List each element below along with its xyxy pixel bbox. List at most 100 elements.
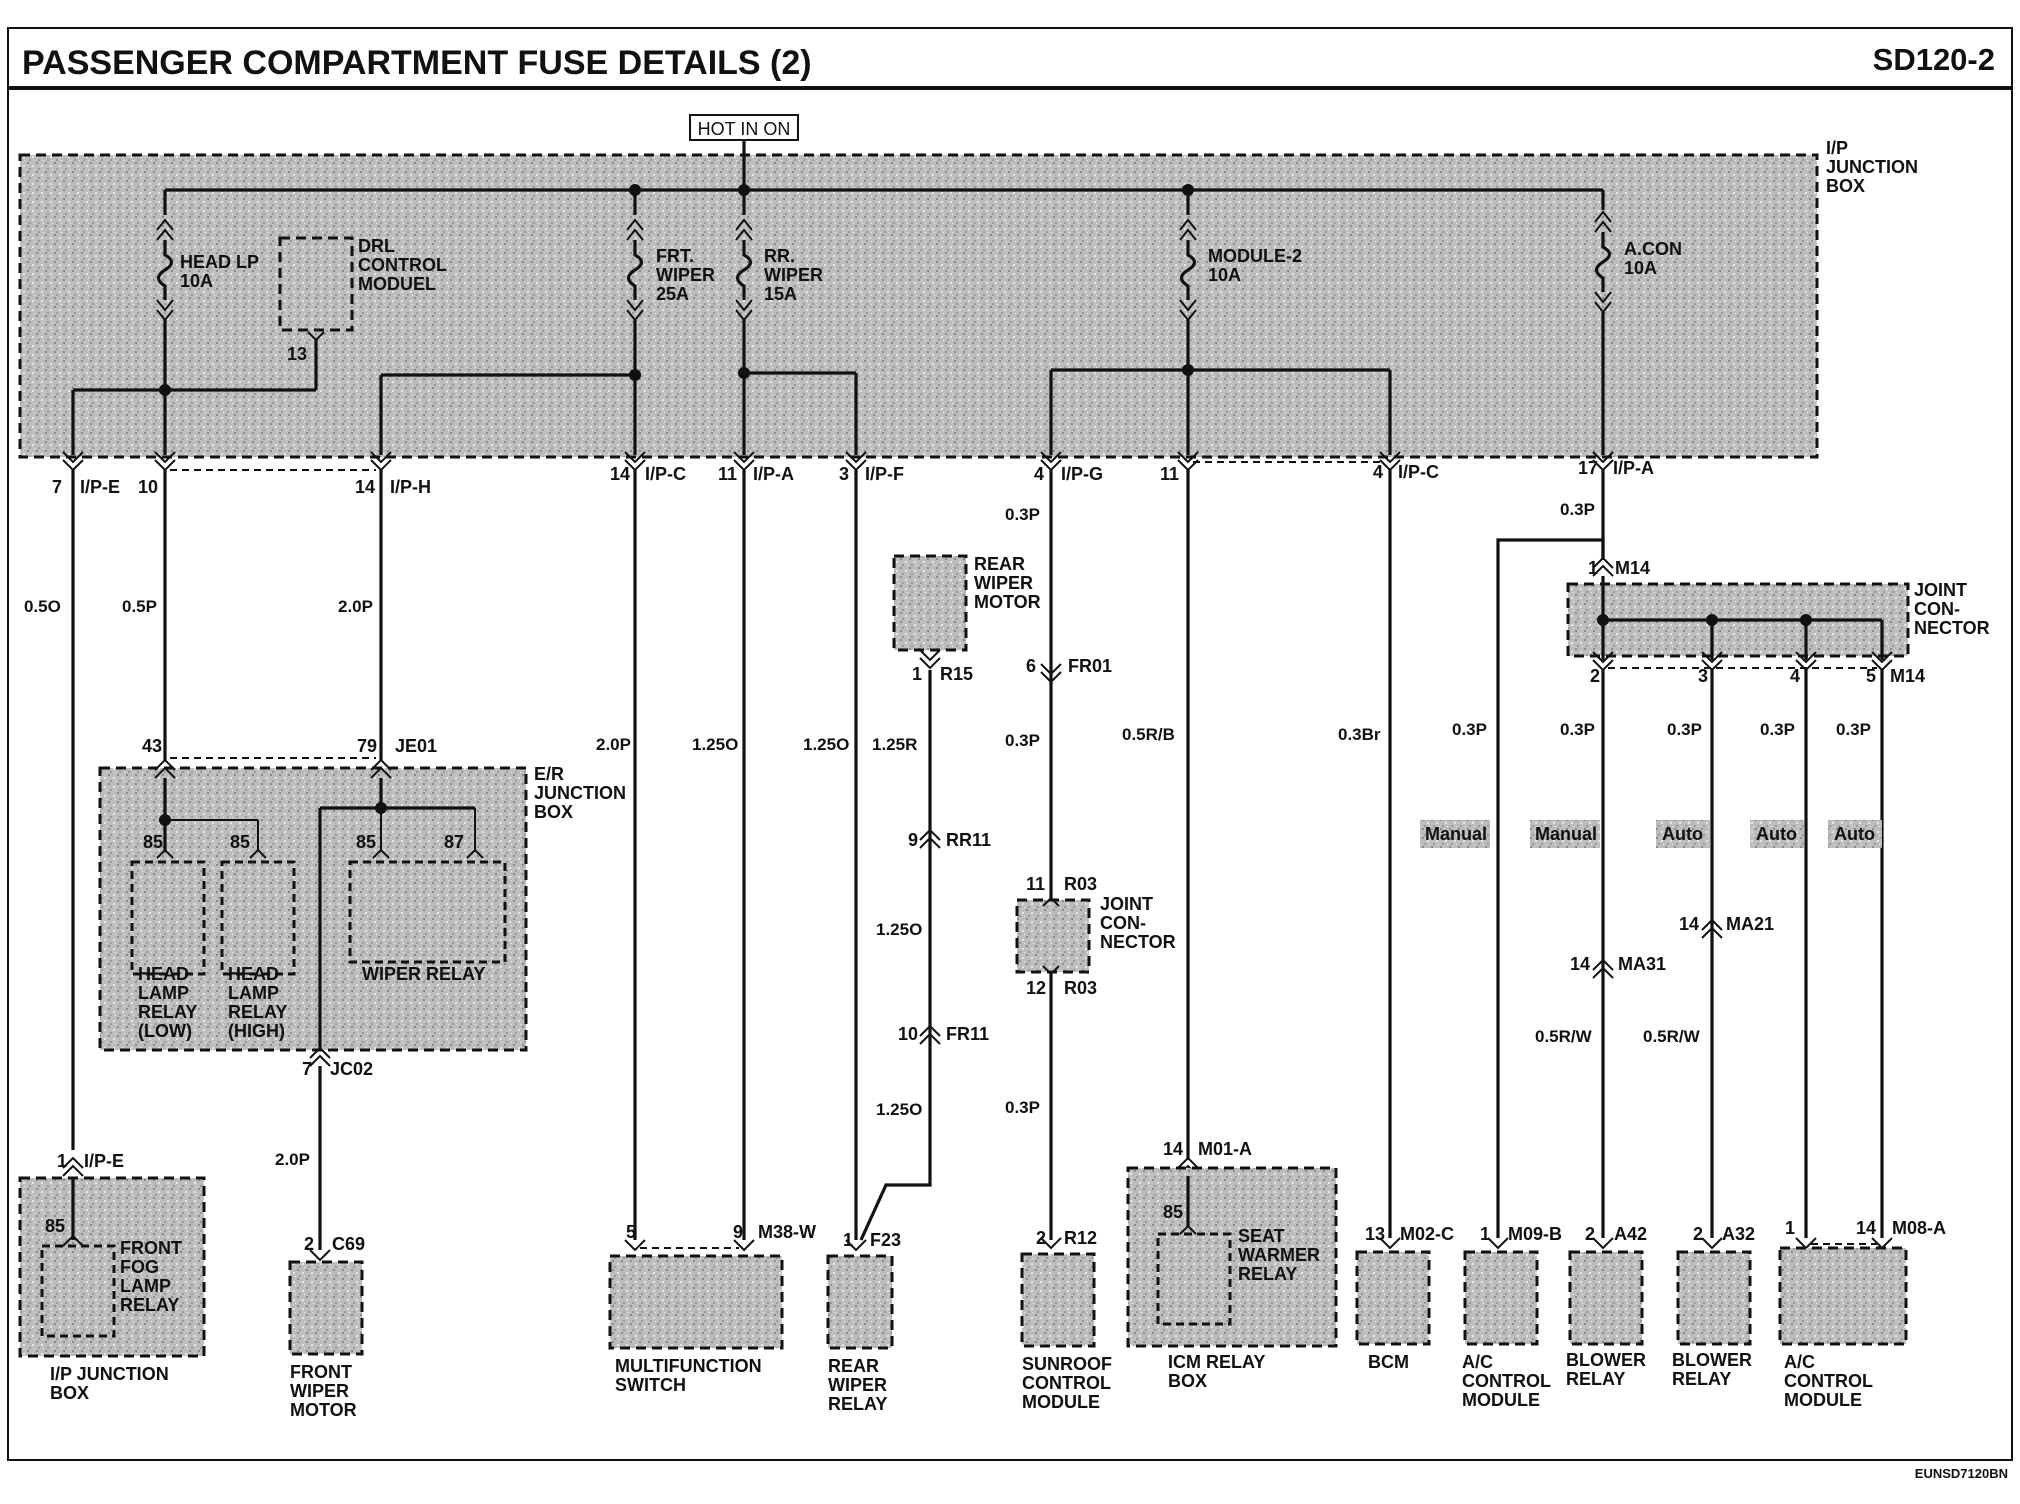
svg-text:0.3P: 0.3P [1452,720,1487,739]
svg-text:M09-B: M09-B [1508,1224,1562,1244]
svg-text:85: 85 [230,832,250,852]
svg-text:9: 9 [733,1222,743,1242]
svg-text:MA31: MA31 [1618,954,1666,974]
svg-text:14: 14 [1856,1218,1876,1238]
svg-text:3: 3 [1698,666,1708,686]
svg-text:1: 1 [843,1230,853,1250]
svg-text:I/P-C: I/P-C [645,464,686,484]
svg-text:17: 17 [1578,458,1598,478]
fuse-frt-wiper-name2: WIPER [656,265,715,285]
front-wiper-motor [288,1260,364,1356]
er-junction-box [98,766,528,1052]
svg-text:1.25R: 1.25R [872,735,917,754]
svg-text:5: 5 [1866,666,1876,686]
fog-ip-junction-box [18,1176,206,1358]
fuse-frt-wiper-rating: 25A [656,284,689,304]
svg-text:I/P-E: I/P-E [84,1151,124,1171]
option-auto-1: Auto [1662,824,1703,844]
svg-text:14: 14 [610,464,630,484]
svg-text:11: 11 [1026,874,1045,894]
svg-text:FR01: FR01 [1068,656,1112,676]
front-fog-lamp-relay [40,1244,116,1338]
svg-text:I/P-G: I/P-G [1061,464,1103,484]
svg-text:0.3P: 0.3P [1005,1098,1040,1117]
svg-text:A42: A42 [1614,1224,1647,1244]
svg-text:4: 4 [1790,666,1800,686]
ac-control-module-manual [1463,1250,1539,1346]
svg-text:7: 7 [52,477,62,497]
svg-text:M08-A: M08-A [1892,1218,1946,1238]
svg-text:C69: C69 [332,1234,365,1254]
fuse-head-lp-rating: 10A [180,271,213,291]
option-tags: Manual Manual Auto Auto Auto [1420,820,1882,848]
svg-text:0.3P: 0.3P [1560,720,1595,739]
svg-text:R15: R15 [940,664,973,684]
fuse-module-2-name: MODULE-2 [1208,246,1302,266]
er-box-internal [156,778,484,1050]
svg-text:I/P-H: I/P-H [390,477,431,497]
svg-text:1: 1 [1785,1218,1795,1238]
svg-text:13: 13 [1365,1224,1385,1244]
branch-front-wiper: 7 JC02 2.0P 2 C69 [275,1046,373,1262]
svg-text:0.3P: 0.3P [1760,720,1795,739]
hot-in-on-label: HOT IN ON [698,119,791,139]
svg-text:M38-W: M38-W [758,1222,816,1242]
svg-text:3: 3 [839,464,849,484]
svg-text:1: 1 [1480,1224,1490,1244]
rear-wiper-relay [826,1254,894,1350]
svg-text:14: 14 [1570,954,1590,974]
svg-text:0.3P: 0.3P [1836,720,1871,739]
joint-connector-r03 [1015,898,1091,974]
branch-rear-wiper: 1.25O 1.25R 1.25O 1.25O 9 RR11 10 FR11 1… [803,470,991,1252]
blower-relay-a42 [1568,1250,1644,1346]
drl-pin: 13 [287,344,307,364]
fuse-frt-wiper: FRT. WIPER 25A [626,218,715,322]
svg-text:11: 11 [1160,464,1179,484]
svg-text:RR11: RR11 [946,830,991,850]
fuse-module-2: MODULE-2 10A [1179,218,1302,322]
fuse-a-con-rating: 10A [1624,258,1657,278]
seat-warmer-relay [1156,1232,1232,1326]
svg-text:12: 12 [1026,978,1046,998]
svg-text:85: 85 [143,832,163,852]
blower-relay-a32 [1676,1250,1752,1346]
ip-box-internal-wiring [71,312,1605,455]
head-lamp-relay-high [220,860,296,976]
svg-text:2: 2 [304,1234,314,1254]
ac-control-module-auto [1778,1246,1908,1346]
footer-code: EUNSD7120BN [1915,1466,2008,1481]
wiper-relay-label: WIPER RELAY [362,964,485,984]
option-auto-3: Auto [1834,824,1875,844]
rear-wiper-motor [892,554,968,652]
svg-text:6: 6 [1026,656,1036,676]
svg-text:0.5O: 0.5O [24,597,61,616]
branch-multifunction: 2.0P 1.25O 5 9 M38-W [596,470,816,1252]
svg-text:0.5R/B: 0.5R/B [1122,725,1175,744]
ip-connector-labels: 7 I/P-E 10 14 I/P-H 14 I/P-C 11 I/P-A 3 … [52,458,1654,497]
branch-fog-lamp: 0.5O 1 I/P-E [24,470,124,1177]
svg-text:2: 2 [1036,1228,1046,1248]
option-manual-1: Manual [1425,824,1487,844]
fuse-rr-wiper-name: RR. [764,246,795,266]
svg-text:1.25O: 1.25O [876,920,922,939]
branch-er-box: 0.5P 2.0P [122,470,383,760]
hot-in-on-box [689,114,799,141]
svg-text:0.3P: 0.3P [1005,731,1040,750]
svg-text:R03: R03 [1064,978,1097,998]
svg-text:1: 1 [1588,558,1598,578]
svg-text:M01-A: M01-A [1198,1139,1252,1159]
sunroof-control-module [1020,1252,1096,1348]
